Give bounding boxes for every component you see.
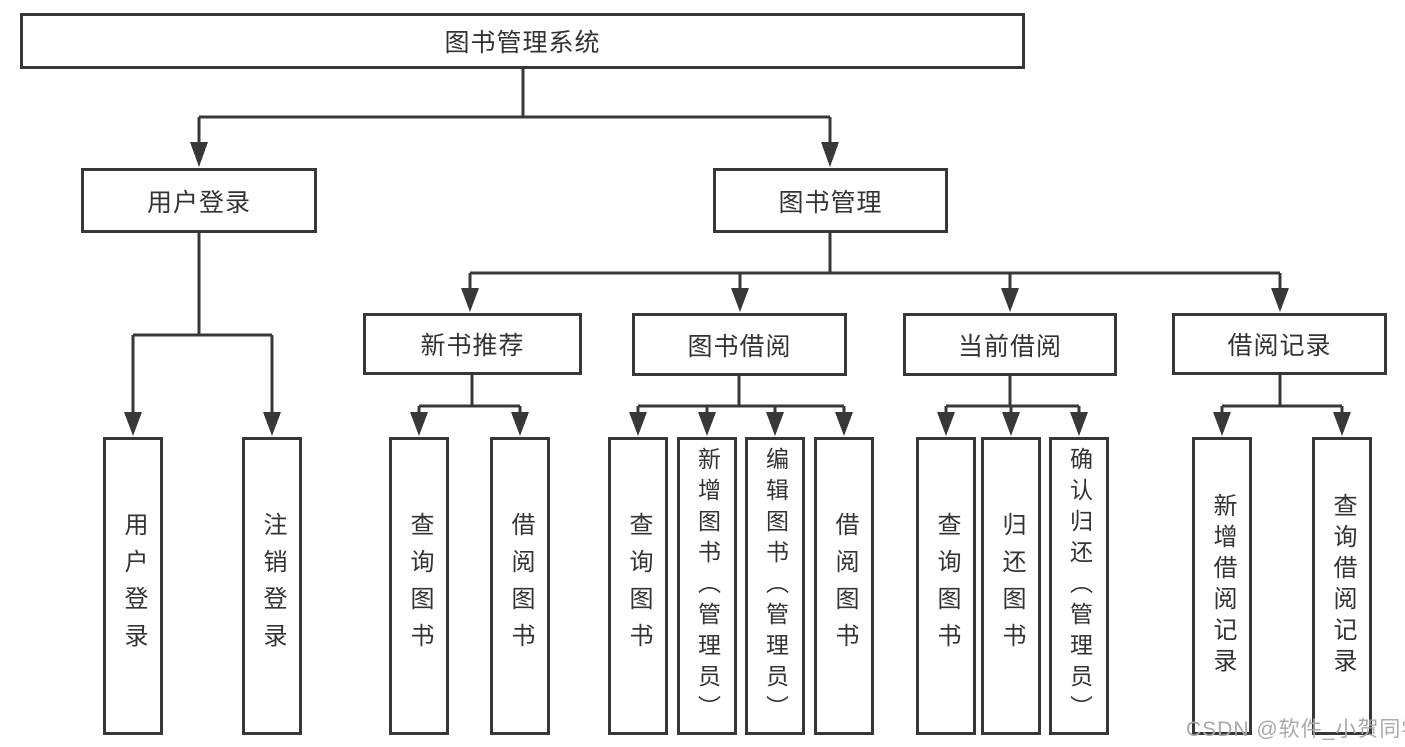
leaf-bookborrow-borrow-books: 借阅图书 [814, 437, 874, 735]
connector-currentborrow-children [944, 376, 1081, 413]
arrowheads-level2 [190, 142, 839, 167]
leaf-bookborrow-borrow-books-label: 借阅图书 [831, 512, 858, 660]
leaf-user-login: 用户登录 [103, 437, 163, 735]
leaf-add-book-admin: 新增图书（管理员） [677, 437, 737, 735]
node-new-book-recommend: 新书推荐 [363, 313, 582, 375]
connector-userlogin-children [131, 233, 274, 413]
leaf-add-borrow-record: 新增借阅记录 [1192, 437, 1252, 735]
leaf-bookborrow-query-books-label: 查询图书 [625, 512, 652, 660]
leaf-return-book-label: 归还图书 [998, 512, 1025, 660]
leaf-newbooks-borrow-books-label: 借阅图书 [507, 512, 534, 660]
leaf-add-book-admin-label: 新增图书（管理员） [694, 446, 721, 726]
leaf-currentborrow-query-books: 查询图书 [916, 437, 976, 735]
leaf-confirm-return-admin-label: 确认归还（管理员） [1066, 446, 1093, 726]
node-book-management: 图书管理 [713, 168, 948, 233]
connector-bookborrow-children [636, 376, 846, 413]
arrowheads-level3 [461, 288, 1289, 312]
leaf-edit-book-admin-label: 编辑图书（管理员） [762, 446, 789, 726]
node-book-management-label: 图书管理 [778, 188, 883, 217]
connector-bookmgmt-to-level3 [468, 232, 1282, 289]
leaf-logout-login: 注销登录 [242, 437, 302, 735]
leaf-logout-login-label: 注销登录 [259, 512, 286, 660]
arrowheads-leaves [124, 412, 1351, 436]
node-user-login: 用户登录 [81, 168, 317, 233]
leaf-newbooks-borrow-books: 借阅图书 [490, 437, 550, 735]
node-book-borrow-label: 图书借阅 [687, 332, 792, 361]
connector-newbooks-children [417, 375, 522, 413]
node-current-borrow: 当前借阅 [903, 313, 1117, 376]
node-user-login-label: 用户登录 [146, 188, 251, 217]
node-borrow-record-label: 借阅记录 [1227, 332, 1332, 360]
node-current-borrow-label: 当前借阅 [957, 332, 1062, 361]
leaf-bookborrow-query-books: 查询图书 [608, 437, 668, 735]
node-new-book-recommend-label: 新书推荐 [420, 332, 525, 360]
leaf-edit-book-admin: 编辑图书（管理员） [745, 437, 805, 735]
node-borrow-record: 借阅记录 [1172, 313, 1387, 375]
leaf-currentborrow-query-books-label: 查询图书 [933, 512, 960, 660]
leaf-return-book: 归还图书 [981, 437, 1041, 735]
connector-borrowrecord-children [1220, 375, 1344, 413]
leaf-newbooks-query-books: 查询图书 [389, 437, 449, 735]
node-book-borrow: 图书借阅 [632, 313, 847, 376]
node-root-system-label: 图书管理系统 [444, 29, 601, 57]
leaf-query-borrow-record: 查询借阅记录 [1312, 437, 1372, 735]
leaf-confirm-return-admin: 确认归还（管理员） [1049, 437, 1109, 735]
leaf-query-borrow-record-label: 查询借阅记录 [1329, 493, 1356, 679]
leaf-user-login-label: 用户登录 [120, 512, 147, 660]
leaf-add-borrow-record-label: 新增借阅记录 [1209, 493, 1236, 679]
node-root-system: 图书管理系统 [20, 13, 1025, 69]
leaf-newbooks-query-books-label: 查询图书 [406, 512, 433, 660]
connector-root-to-level2 [197, 69, 832, 143]
